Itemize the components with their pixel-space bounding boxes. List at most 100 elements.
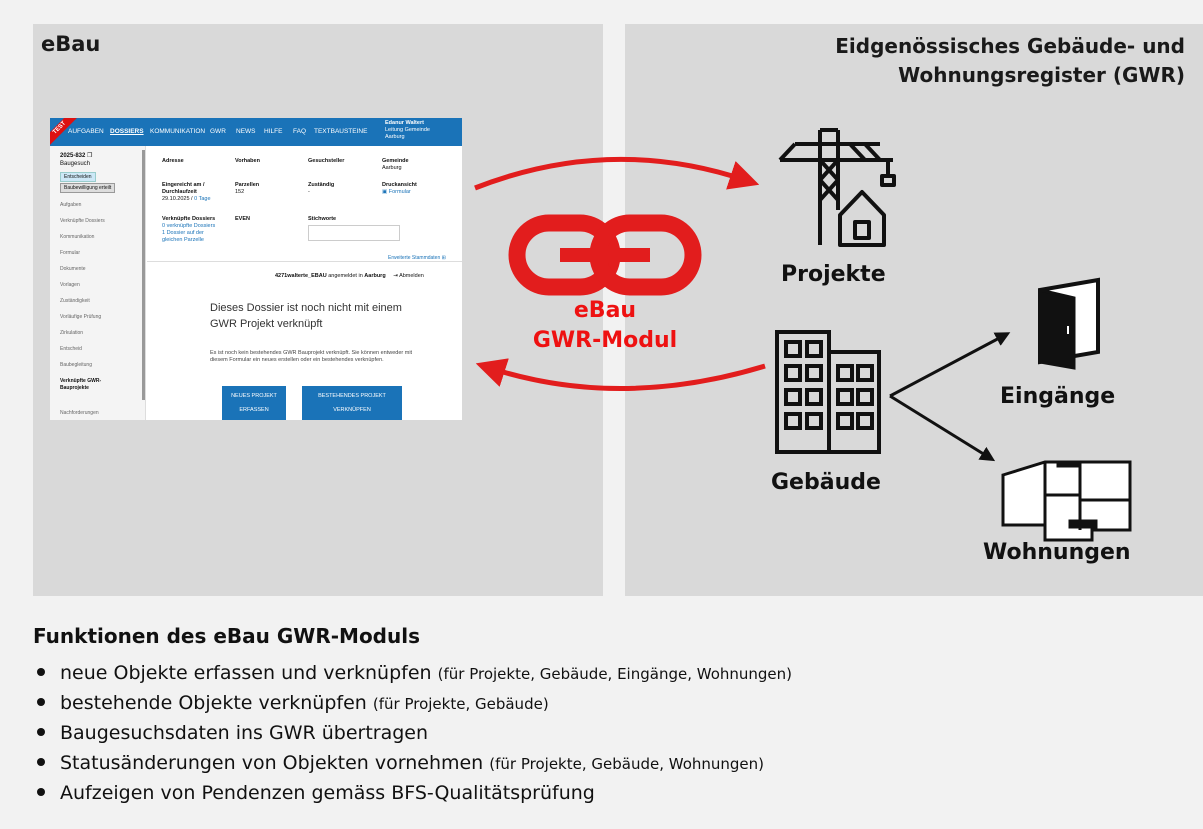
- value-druckansicht[interactable]: ▣ Formular: [382, 189, 411, 195]
- link-verknuepfte-3[interactable]: gleichen Parzelle: [162, 237, 204, 243]
- sidebar-item-entscheid[interactable]: Entscheid: [60, 346, 82, 352]
- link-existing-label-1: BESTEHENDES PROJEKT: [318, 393, 386, 399]
- arrow-to-ebau: [475, 358, 766, 391]
- sidebar-item-formular[interactable]: Formular: [60, 250, 81, 256]
- value-eingereicht-days[interactable]: 0 Tage: [194, 196, 211, 202]
- ebau-screenshot: AUFGABEN DOSSIERS KOMMUNIKATION GWR NEWS…: [50, 118, 462, 420]
- link-verknuepfte-1[interactable]: 0 verknüpfte Dossiers: [162, 223, 216, 229]
- logout-icon: ⇥: [393, 273, 398, 279]
- sidebar-scrollbar[interactable]: [142, 150, 145, 400]
- login-mid: angemeldet in: [328, 273, 363, 279]
- sidebar-item-gwr-bauprojekte[interactable]: Verknüpfte GWR- Bauprojekte: [60, 378, 101, 392]
- function-item: bestehende Objekte verknüpfen (für Proje…: [33, 688, 792, 718]
- new-project-label-1: NEUES PROJEKT: [231, 393, 277, 399]
- gwr-modul-label: eBau GWR-Modul: [520, 296, 690, 356]
- nav-hilfe[interactable]: HILFE: [264, 128, 283, 135]
- function-note: (für Projekte, Gebäude, Wohnungen): [489, 755, 765, 773]
- stammdaten-label: Erweiterte Stammdaten: [388, 255, 441, 261]
- sidebar-item-aufgaben[interactable]: Aufgaben: [60, 202, 82, 208]
- user-menu[interactable]: Edanur Waltert Leitung Gemeinde Aarburg: [385, 120, 430, 141]
- formular-link[interactable]: Formular: [388, 189, 411, 195]
- nav-faq[interactable]: FAQ: [293, 128, 307, 135]
- sidebar-item-vorlaeufige-pruefung[interactable]: Vorläufige Prüfung: [60, 314, 102, 320]
- stammdaten-link[interactable]: Erweiterte Stammdaten ⊞: [388, 255, 446, 261]
- user-name: Edanur Waltert: [385, 120, 424, 126]
- field-verknuepfte: Verknüpfte Dossiers 0 verknüpfte Dossier…: [162, 216, 215, 244]
- sidebar-active-line1: Verknüpfte GWR-: [60, 378, 102, 384]
- gwr-title-line1: Eidgenössisches Gebäude- und: [835, 34, 1185, 58]
- eingaenge-label: Eingänge: [1000, 384, 1116, 409]
- value-gemeinde: Aarburg: [382, 165, 402, 171]
- dossier-type: Baugesuch: [60, 161, 91, 167]
- bullet-icon: [37, 758, 45, 766]
- sidebar-item-baubegleitung[interactable]: Baubegleitung: [60, 362, 92, 368]
- dossier-id: 2025-832: [60, 153, 86, 159]
- sidebar-item-zirkulation[interactable]: Zirkulation: [60, 330, 84, 336]
- bullet-icon: [37, 698, 45, 706]
- function-item: Baugesuchsdaten ins GWR übertragen: [33, 718, 792, 748]
- entscheiden-badge[interactable]: Entscheiden: [60, 172, 96, 182]
- ebau-panel-title: eBau: [41, 32, 101, 56]
- function-note: (für Projekte, Gebäude): [372, 695, 549, 713]
- label-even: EVEN: [235, 216, 250, 222]
- label-adresse: Adresse: [162, 158, 184, 164]
- sidebar-item-nachforderungen[interactable]: Nachforderungen: [60, 410, 99, 416]
- function-item: Statusänderungen von Objekten vornehmen …: [33, 748, 792, 778]
- field-eingereicht: Eingereicht am / Durchlaufzeit 29.10.202…: [162, 182, 211, 203]
- link-existing-project-button[interactable]: BESTEHENDES PROJEKT VERKNÜPFEN: [302, 386, 402, 420]
- field-adresse: Adresse: [162, 158, 184, 165]
- wohnungen-label: Wohnungen: [983, 540, 1131, 565]
- functions-list: neue Objekte erfassen und verknüpfen (fü…: [33, 658, 792, 808]
- chain-link-icon: [508, 214, 702, 296]
- sidebar-item-dokumente[interactable]: Dokumente: [60, 266, 86, 272]
- baubewilligung-badge[interactable]: Baubewilligung erteilt: [60, 183, 116, 193]
- nav-kommunikation[interactable]: KOMMUNIKATION: [150, 128, 206, 135]
- arrow-to-gwr: [474, 156, 760, 191]
- logout-link[interactable]: ⇥ Abmelden: [393, 273, 424, 279]
- function-text: Aufzeigen von Pendenzen gemäss BFS-Quali…: [60, 782, 595, 804]
- link-verknuepfte-2[interactable]: 1 Dossier auf der: [162, 230, 204, 236]
- field-gesuchsteller: Gesuchsteller: [308, 158, 344, 165]
- stichworte-input[interactable]: [308, 225, 400, 241]
- nav-gwr[interactable]: GWR: [210, 128, 226, 135]
- label-durchlaufzeit: Durchlaufzeit: [162, 189, 197, 195]
- modul-line2: GWR-Modul: [532, 328, 678, 353]
- field-stichworte: Stichworte: [308, 216, 336, 223]
- field-even: EVEN: [235, 216, 250, 223]
- nav-textbausteine[interactable]: TEXTBAUSTEINE: [314, 128, 368, 135]
- login-place: Aarburg: [364, 273, 386, 279]
- sidebar-item-vorlagen[interactable]: Vorlagen: [60, 282, 80, 288]
- label-gemeinde: Gemeinde: [382, 158, 409, 164]
- sidebar-item-zustaendigkeit[interactable]: Zuständigkeit: [60, 298, 90, 304]
- projekte-label: Projekte: [781, 262, 886, 287]
- sidebar-item-verknuepfte-dossiers[interactable]: Verknüpfte Dossiers: [60, 218, 105, 224]
- new-project-label-2: ERFASSEN: [239, 407, 269, 413]
- nav-aufgaben[interactable]: AUFGABEN: [68, 128, 104, 135]
- logout-label: Abmelden: [399, 273, 424, 279]
- divider: [147, 261, 462, 262]
- field-druckansicht: Druckansicht▣ Formular: [382, 182, 417, 196]
- sidebar-item-kommunikation[interactable]: Kommunikation: [60, 234, 95, 240]
- screenshot-topbar: AUFGABEN DOSSIERS KOMMUNIKATION GWR NEWS…: [50, 118, 462, 146]
- label-eingereicht: Eingereicht am /: [162, 182, 205, 188]
- not-linked-description: Es ist noch kein bestehendes GWR Bauproj…: [210, 350, 413, 363]
- value-parzellen: 152: [235, 189, 245, 195]
- function-item: neue Objekte erfassen und verknüpfen (fü…: [33, 658, 792, 688]
- gebaeude-label: Gebäude: [771, 470, 881, 495]
- value-eingereicht-date: 29.10.2025 /: [162, 196, 193, 202]
- new-project-button[interactable]: NEUES PROJEKT ERFASSEN: [222, 386, 286, 420]
- nav-dossiers[interactable]: DOSSIERS: [110, 128, 144, 135]
- gwr-title-line2: Wohnungsregister (GWR): [898, 63, 1185, 87]
- link-existing-label-2: VERKNÜPFEN: [333, 407, 371, 413]
- copy-icon[interactable]: ❐: [87, 153, 93, 159]
- login-status: 4271walterte_EBAU angemeldet in Aarburg …: [275, 273, 424, 279]
- label-verknuepfte: Verknüpfte Dossiers: [162, 216, 216, 222]
- door-icon: [1038, 277, 1100, 370]
- bullet-icon: [37, 788, 45, 796]
- nav-news[interactable]: NEWS: [236, 128, 256, 135]
- label-parzellen: Parzellen: [235, 182, 260, 188]
- modul-line1: eBau: [573, 298, 637, 323]
